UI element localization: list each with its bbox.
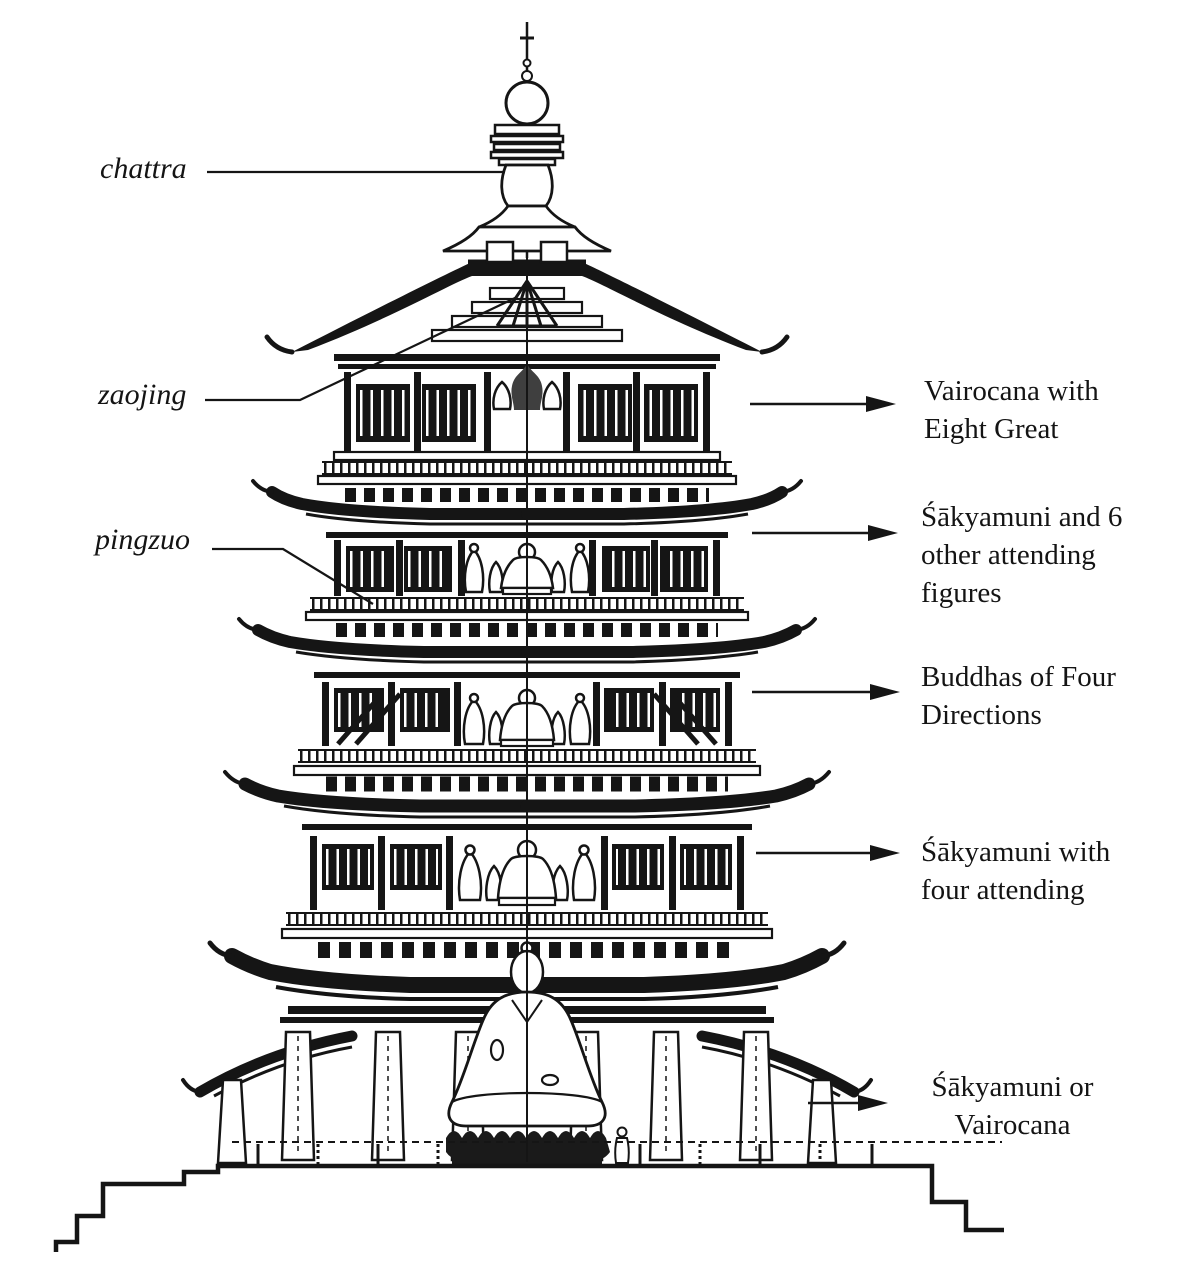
annotation-line: Buddhas of Four: [921, 661, 1116, 693]
leader-lines: [205, 170, 516, 605]
main-buddha-statue: [446, 941, 630, 1166]
annotation-line: Śākyamuni with: [921, 836, 1111, 868]
annotation-line: figures: [921, 577, 1002, 609]
annotation-floor-5: Vairocana with Eight Great: [924, 372, 1099, 448]
annotation-line: Śākyamuni or: [931, 1071, 1094, 1103]
annotation-line: Vairocana with: [924, 375, 1099, 407]
annotation-line: four attending: [921, 874, 1085, 906]
annotation-line: Śākyamuni and 6: [921, 501, 1123, 533]
pointer-arrows: [750, 396, 900, 1111]
label-zaojing: zaojing: [98, 378, 187, 411]
annotation-floor-2: Śākyamuni with four attending: [921, 833, 1110, 909]
annotation-floor-1: Śākyamuni or Vairocana: [905, 1068, 1120, 1144]
annotation-line: Vairocana: [954, 1109, 1071, 1141]
annotation-line: Directions: [921, 699, 1042, 731]
annotation-line: other attending: [921, 539, 1096, 571]
label-pingzuo: pingzuo: [95, 523, 191, 556]
annotation-floor-3: Buddhas of Four Directions: [921, 658, 1116, 734]
finial-chattra: [442, 22, 612, 258]
annotation-line: Eight Great: [924, 413, 1059, 445]
label-chattra: chattra: [100, 152, 187, 185]
stepped-platform: [53, 1141, 1004, 1252]
pagoda-left-half: [181, 263, 535, 1165]
annotation-floor-4: Śākyamuni and 6 other attending figures: [921, 498, 1122, 612]
